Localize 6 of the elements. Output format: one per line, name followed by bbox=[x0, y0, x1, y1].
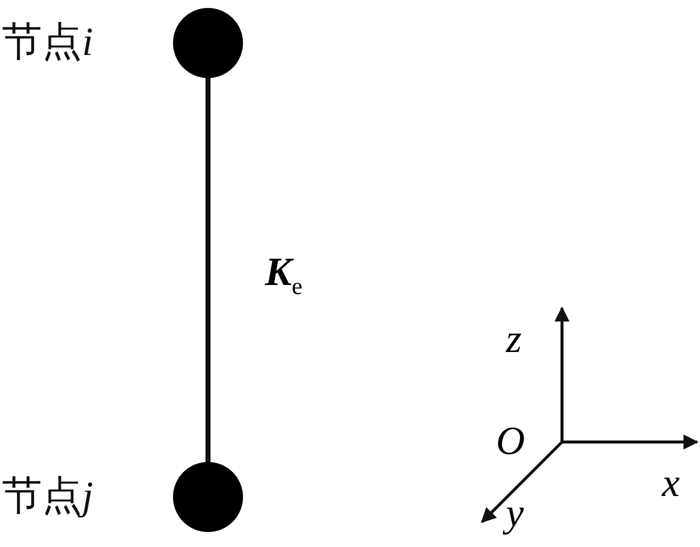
bar-line bbox=[206, 78, 210, 462]
node-label: 节点i bbox=[2, 22, 94, 62]
axis-label: O bbox=[496, 420, 525, 462]
axis-label: x bbox=[662, 462, 680, 504]
axis-label: z bbox=[506, 318, 522, 360]
node-label: 节点j bbox=[2, 476, 94, 516]
